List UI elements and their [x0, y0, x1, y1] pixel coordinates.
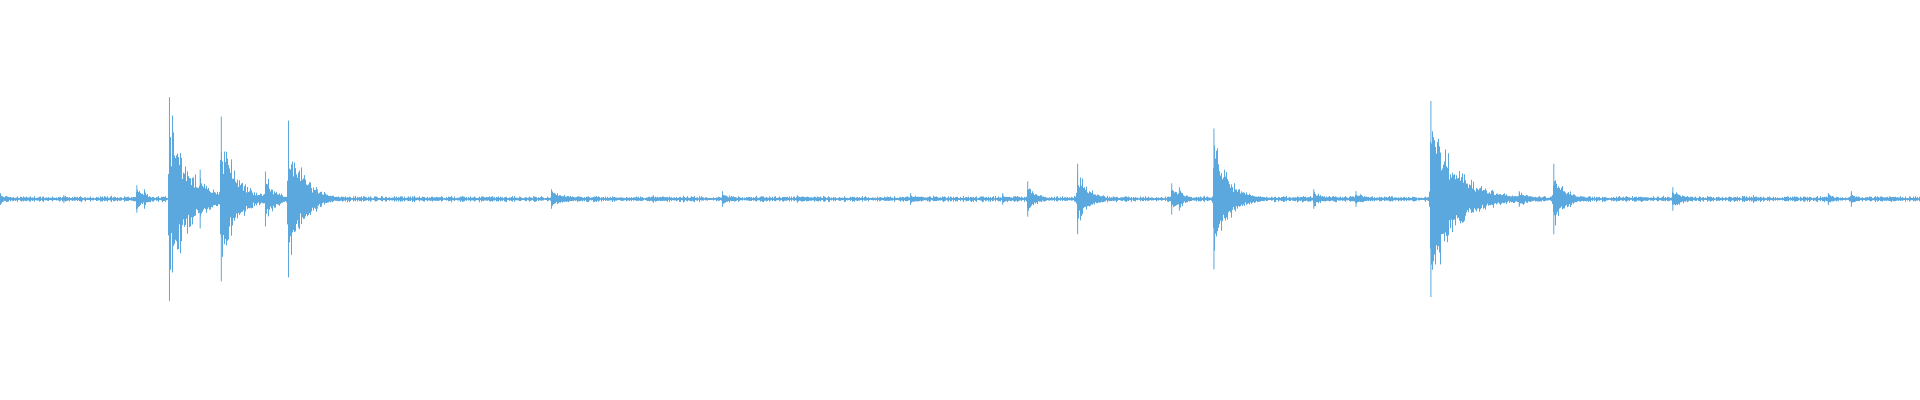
waveform-series: [0, 97, 1920, 301]
